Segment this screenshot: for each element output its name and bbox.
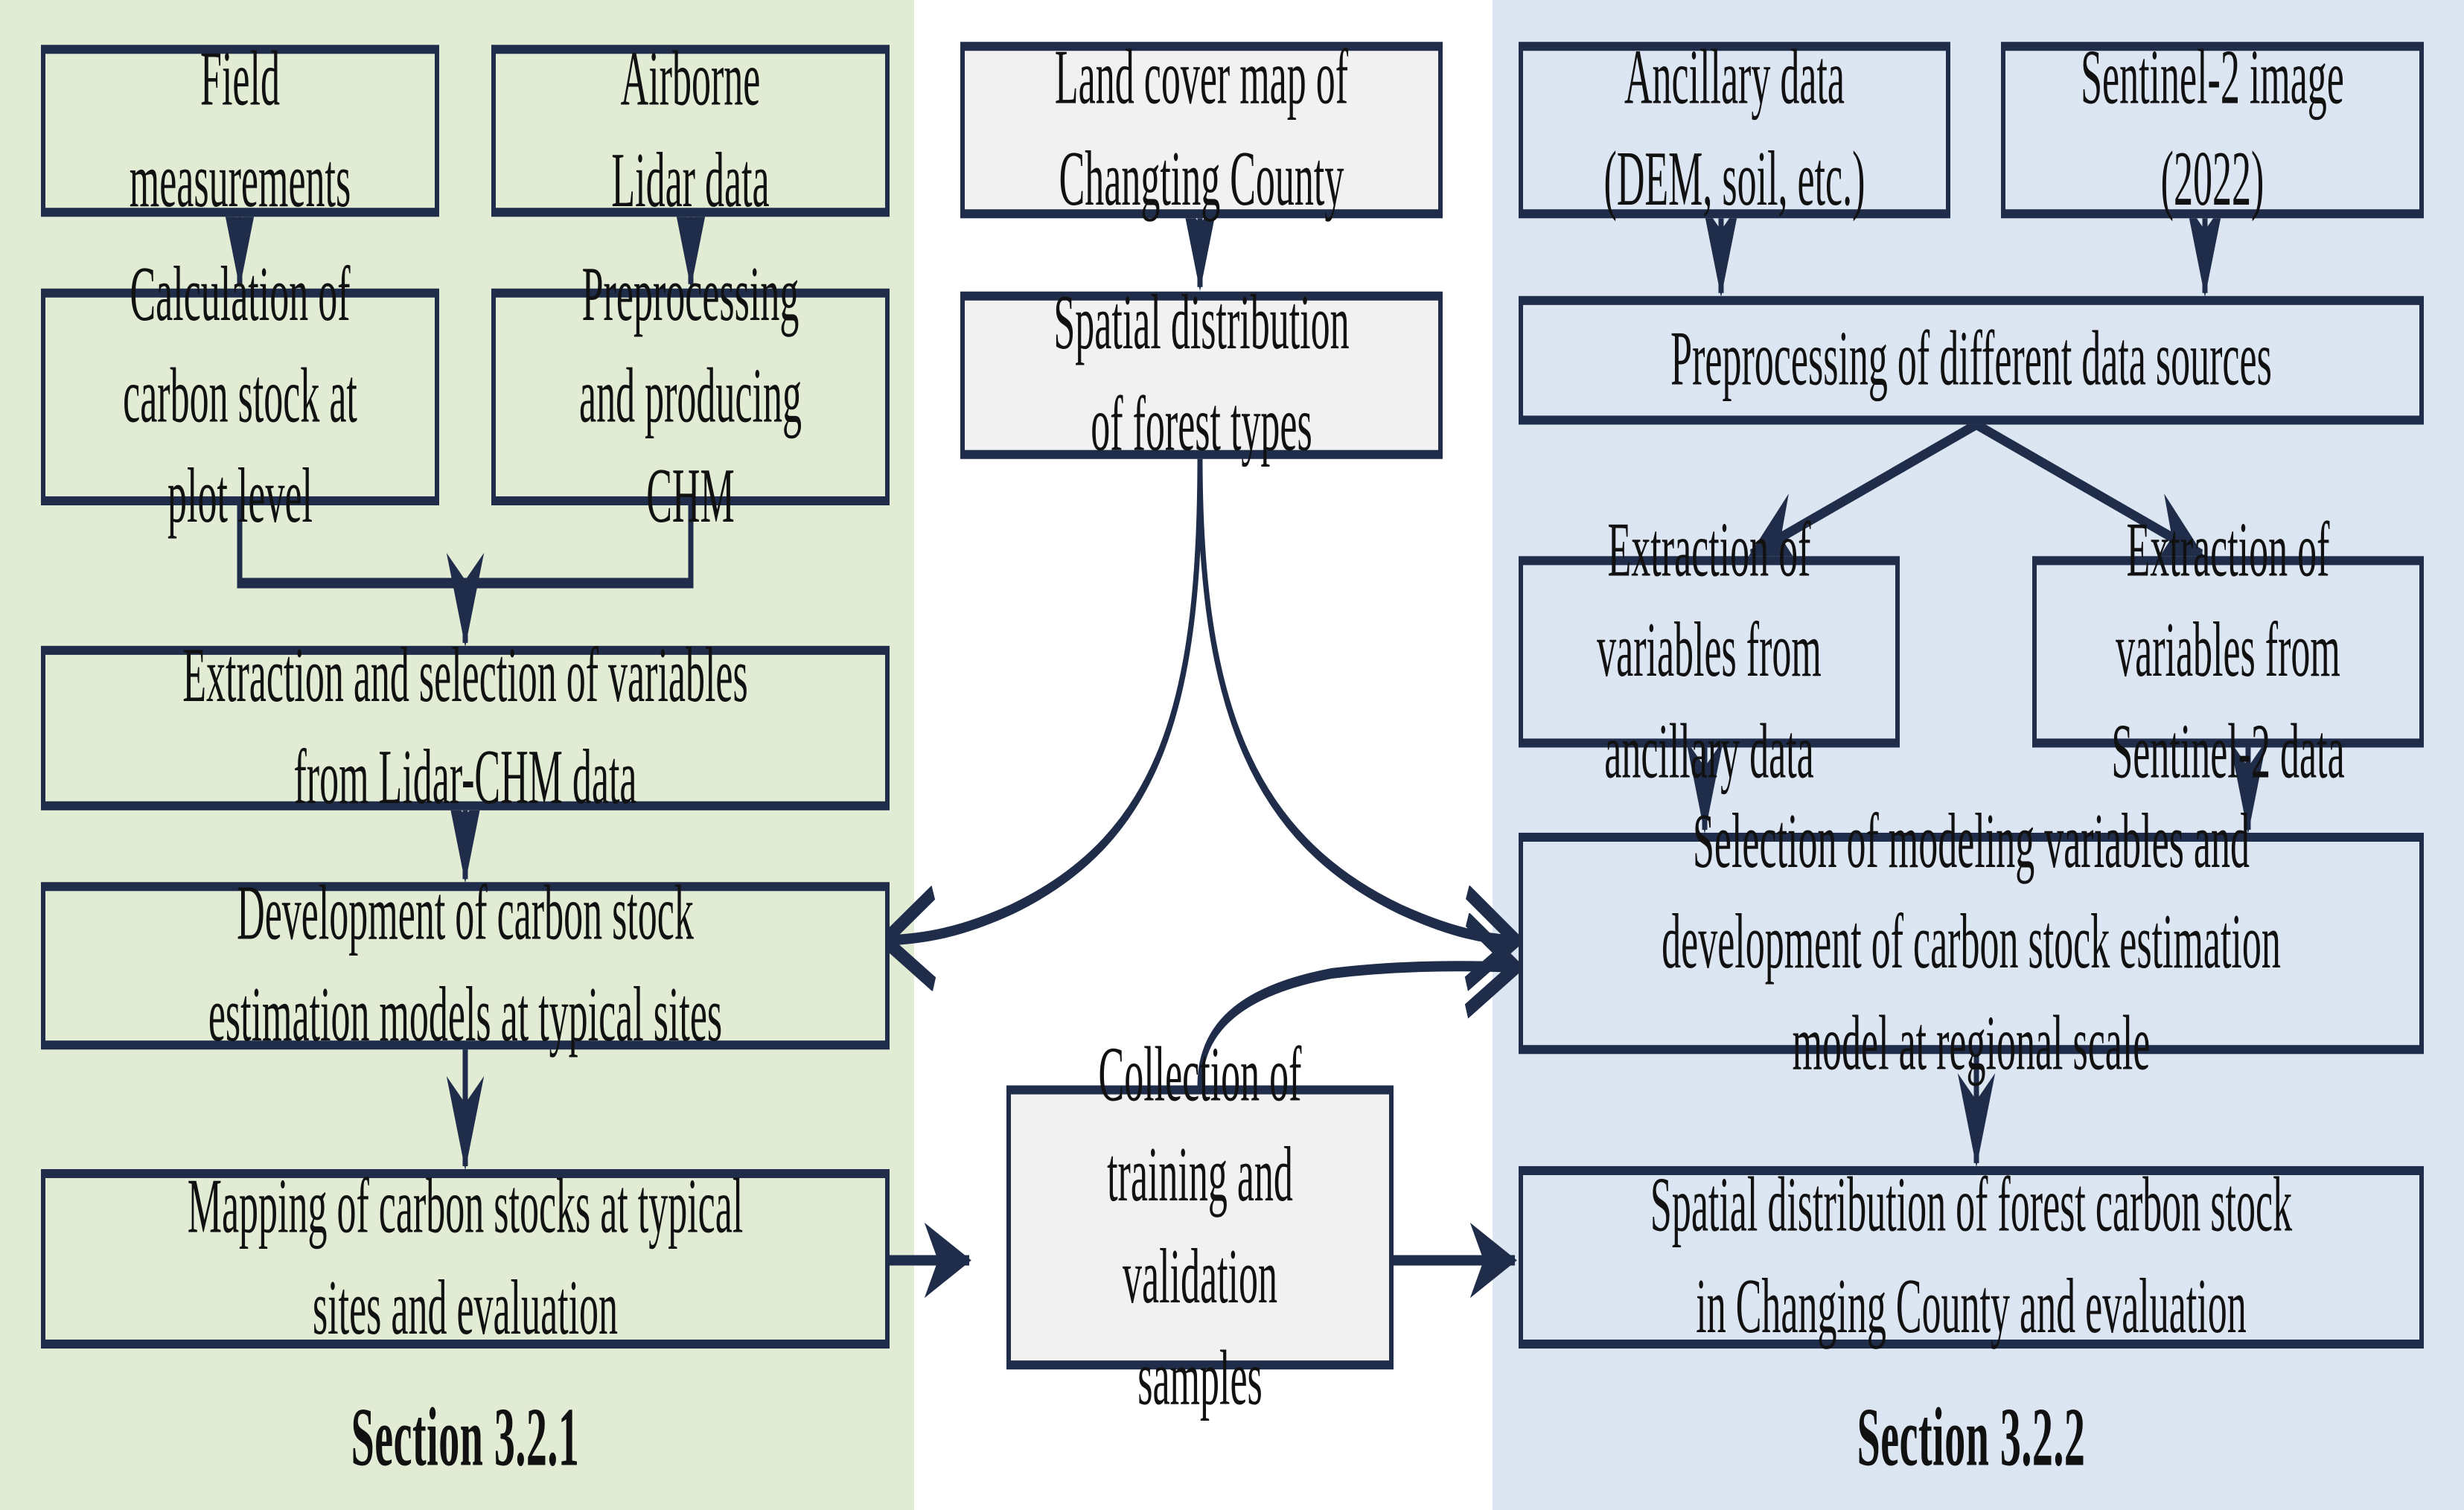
node-spatial-forest-types[interactable]: Spatial distribution of forest types	[960, 281, 1443, 468]
node-selection-modeling[interactable]: Selection of modeling variables and deve…	[1519, 799, 2424, 1087]
node-preprocessing-chm-label: Preprocessing and producing CHM	[579, 252, 802, 540]
node-collection-samples[interactable]: Collection of training and validation sa…	[1006, 1033, 1394, 1421]
node-preprocessing-sources[interactable]: Preprocessing of different data sources	[1519, 295, 2424, 425]
node-sentinel2-image[interactable]: Sentinel-2 image (2022)	[2001, 36, 2424, 223]
node-airborne-lidar-label: Airborne Lidar data	[611, 37, 770, 224]
node-extraction-lidar-chm-label: Extraction and selection of variables fr…	[182, 634, 748, 821]
node-preprocessing-chm[interactable]: Preprocessing and producing CHM	[491, 253, 890, 540]
node-land-cover-map[interactable]: Land cover map of Changting County	[960, 36, 1443, 223]
node-extract-sentinel2-label: Extraction of variables from Sentinel-2 …	[2111, 508, 2345, 796]
node-airborne-lidar[interactable]: Airborne Lidar data	[491, 37, 890, 223]
section-label-left: Section 3.2.1	[351, 1392, 580, 1485]
node-selection-modeling-label: Selection of modeling variables and deve…	[1662, 799, 2281, 1087]
edge-spatialtypes-to-development	[886, 457, 1203, 941]
edge-spatialtypes-to-selection	[1197, 457, 1515, 941]
node-field-measurements[interactable]: Field measurements	[41, 37, 439, 223]
node-spatial-carbon-stock[interactable]: Spatial distribution of forest carbon st…	[1519, 1164, 2424, 1350]
node-development-models[interactable]: Development of carbon stock estimation m…	[41, 872, 890, 1058]
node-mapping-typical-sites-label: Mapping of carbon stocks at typical site…	[187, 1165, 744, 1352]
node-collection-samples-label: Collection of training and validation sa…	[1098, 1032, 1302, 1421]
node-spatial-carbon-stock-label: Spatial distribution of forest carbon st…	[1650, 1163, 2293, 1351]
node-calculation-carbon-plot[interactable]: Calculation of carbon stock at plot leve…	[41, 253, 439, 540]
node-sentinel2-image-label: Sentinel-2 image (2022)	[2081, 36, 2344, 223]
node-spatial-forest-types-label: Spatial distribution of forest types	[1053, 281, 1350, 468]
node-extract-ancillary[interactable]: Extraction of variables from ancillary d…	[1519, 508, 1900, 795]
node-development-models-label: Development of carbon stock estimation m…	[208, 872, 723, 1059]
node-extraction-lidar-chm[interactable]: Extraction and selection of variables fr…	[41, 635, 890, 821]
node-preprocessing-sources-label: Preprocessing of different data sources	[1670, 317, 2272, 403]
node-calculation-carbon-plot-label: Calculation of carbon stock at plot leve…	[123, 252, 357, 540]
node-ancillary-data[interactable]: Ancillary data (DEM, soil, etc.)	[1519, 36, 1950, 223]
node-field-measurements-label: Field measurements	[129, 37, 351, 224]
node-mapping-typical-sites[interactable]: Mapping of carbon stocks at typical site…	[41, 1165, 890, 1351]
section-label-right: Section 3.2.2	[1857, 1392, 2086, 1485]
node-land-cover-map-label: Land cover map of Changting County	[1054, 36, 1349, 223]
node-extract-sentinel2[interactable]: Extraction of variables from Sentinel-2 …	[2032, 508, 2424, 795]
node-extract-ancillary-label: Extraction of variables from ancillary d…	[1597, 508, 1822, 796]
node-ancillary-data-label: Ancillary data (DEM, soil, etc.)	[1603, 36, 1865, 223]
